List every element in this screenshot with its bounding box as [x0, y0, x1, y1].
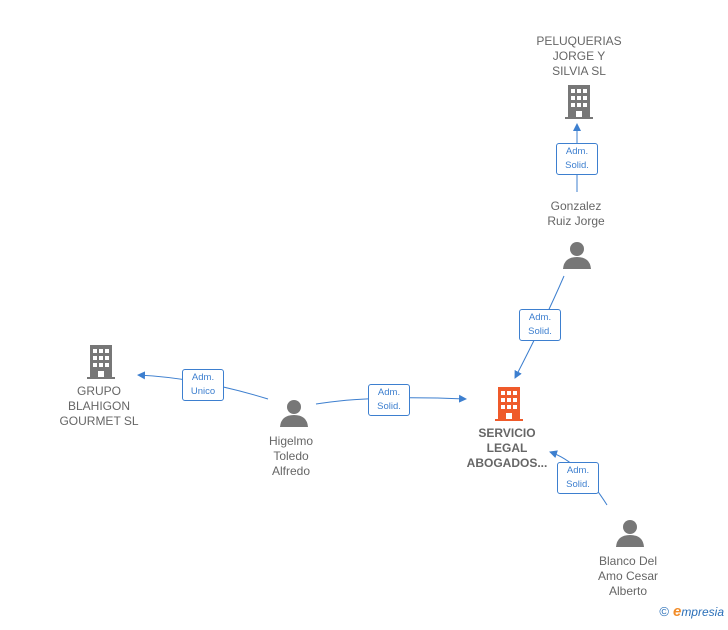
person-icon[interactable]: [615, 518, 645, 548]
person-icon[interactable]: [279, 398, 309, 428]
building-icon[interactable]: [87, 345, 115, 379]
edge-label-higelmo-grupo[interactable]: Adm. Unico: [182, 369, 224, 401]
brand-name: mpresia: [681, 605, 724, 619]
copyright-symbol: ©: [659, 604, 669, 619]
node-label-higelmo[interactable]: Higelmo Toledo Alfredo: [268, 434, 313, 478]
node-label-peluquerias[interactable]: PELUQUERIAS JORGE Y SILVIA SL: [536, 34, 622, 78]
edge-label-blanco-servicio[interactable]: Adm. Solid.: [557, 462, 599, 494]
node-label-servicio[interactable]: SERVICIO LEGAL ABOGADOS...: [466, 426, 548, 470]
person-icon[interactable]: [562, 240, 592, 270]
empresia-logo[interactable]: ©empresia: [659, 603, 724, 620]
edge-label-higelmo-servicio[interactable]: Adm. Solid.: [368, 384, 410, 416]
node-label-gonzalez[interactable]: Gonzalez Ruiz Jorge: [547, 199, 605, 228]
brand-e: e: [672, 603, 682, 620]
edge-label-gonzalez-servicio[interactable]: Adm. Solid.: [519, 309, 561, 341]
node-label-grupo[interactable]: GRUPO BLAHIGON GOURMET SL: [59, 384, 139, 428]
node-label-blanco[interactable]: Blanco Del Amo Cesar Alberto: [597, 554, 659, 598]
building-icon[interactable]: [565, 85, 593, 119]
edge-label-gonzalez-peluquerias[interactable]: Adm. Solid.: [556, 143, 598, 175]
building-icon-highlighted[interactable]: [495, 387, 523, 421]
